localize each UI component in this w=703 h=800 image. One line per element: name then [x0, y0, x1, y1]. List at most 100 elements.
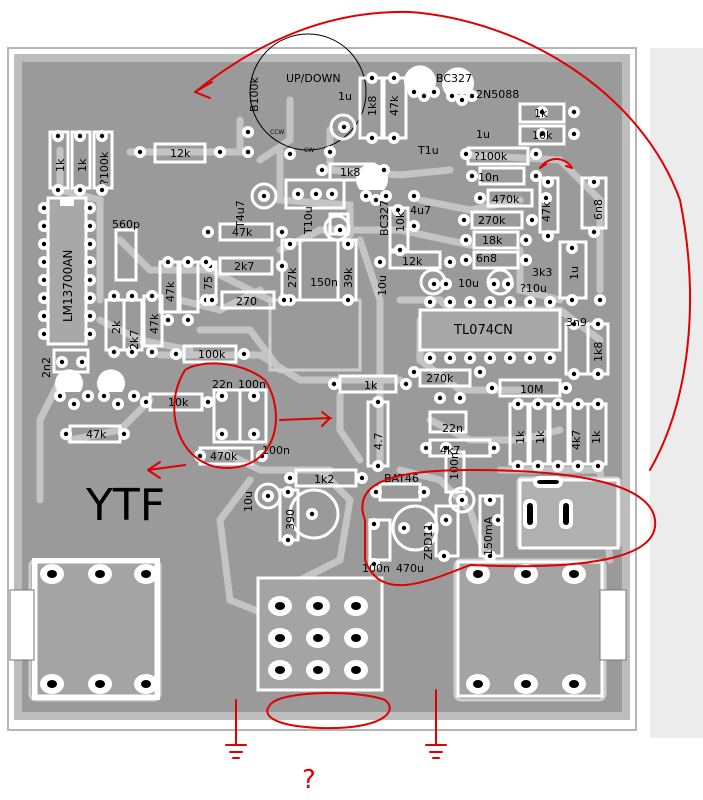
pad-hole	[447, 299, 453, 305]
pad-hole	[463, 151, 469, 157]
board-title: YTF	[85, 480, 165, 531]
pad-hole	[427, 525, 433, 531]
silk-label-l-4u7: 4u7	[410, 204, 431, 217]
pad-hole	[487, 355, 493, 361]
pad-hole	[575, 463, 581, 469]
pad-hole	[381, 167, 387, 173]
pad-hole	[359, 475, 365, 481]
annotation-circle-power	[361, 468, 657, 586]
pad-hole	[539, 131, 545, 137]
silk-label-l-150mA: 150mA	[482, 516, 495, 556]
pad-hole	[129, 293, 135, 299]
annotation-question-mark: ?	[302, 765, 316, 795]
silk-label-l-47k-b: 47k	[232, 226, 253, 239]
pad-hole	[563, 385, 569, 391]
pad-hole	[421, 93, 427, 99]
pad-hole	[41, 241, 47, 247]
ic-tl074	[418, 308, 562, 352]
pad-hole	[411, 193, 417, 199]
annotation-arrow-right	[279, 411, 333, 427]
ground-symbol-left	[225, 699, 247, 759]
pad-hole	[377, 259, 383, 265]
silk-label-l-47k-d: 47k	[164, 281, 177, 302]
pad-hole	[505, 281, 511, 287]
pad-hole	[383, 193, 389, 199]
pad-hole	[217, 149, 223, 155]
pad-hole	[495, 517, 501, 523]
pad-hole	[591, 229, 597, 235]
silk-label-l-1k-l2: 1k	[76, 158, 89, 172]
pad-hole	[143, 399, 149, 405]
silk-label-l-6n8-a: 6n8	[592, 199, 605, 220]
pad-hole	[219, 431, 225, 437]
pad-hole	[87, 331, 93, 337]
red-annotations	[147, 10, 691, 759]
annotation-circle-bottom	[266, 692, 391, 730]
ic-tl074-label: TL074CN	[453, 323, 513, 338]
large-pad-hole	[275, 666, 285, 674]
silk-label-l-10M: 10M	[520, 383, 544, 396]
pad-hole	[373, 489, 379, 495]
pad-hole	[427, 299, 433, 305]
large-pad-hole	[47, 570, 57, 578]
pad-hole	[411, 89, 417, 95]
silk-label-l-470u: 470u	[396, 562, 424, 575]
pad-hole	[463, 237, 469, 243]
silk-label-l-1k-r2: 1k	[534, 430, 547, 444]
large-pad-hole	[141, 570, 151, 578]
annotation-swap-arrow	[539, 158, 573, 169]
silk-label-l-t4u7: T4u7	[234, 200, 247, 229]
pad-hole	[41, 277, 47, 283]
silk-label-l-2n2: 2n2	[40, 357, 53, 378]
pad-hole	[245, 129, 251, 135]
large-pad-hole	[473, 570, 483, 578]
pad-hole	[41, 205, 47, 211]
pad-hole	[411, 369, 417, 375]
pad-hole	[369, 75, 375, 81]
pad-hole	[373, 197, 379, 203]
pad-hole	[219, 393, 225, 399]
pad-hole	[489, 385, 495, 391]
pad-hole	[55, 187, 61, 193]
silk-label-l-100k-m: ?100k	[474, 150, 508, 163]
pad-hole	[591, 179, 597, 185]
silk-label-l-1u-c: 1u	[568, 266, 581, 280]
ic-lm13700-label: LM13700AN	[61, 250, 75, 322]
silk-label-l-10k-b: 10k	[168, 396, 189, 409]
ic-lm13700	[46, 196, 88, 346]
pad-hole	[363, 193, 369, 199]
pad-hole	[121, 431, 127, 437]
ground-symbol-right	[425, 689, 447, 759]
pad-hole	[527, 355, 533, 361]
pad-hole	[515, 463, 521, 469]
pad-hole	[371, 521, 377, 527]
pad-hole	[87, 223, 93, 229]
pad-hole	[491, 281, 497, 287]
silk-label-l-cw: CW	[304, 147, 314, 154]
pad-hole	[99, 133, 105, 139]
silk-label-l-75: 75	[202, 276, 215, 290]
pad-hole	[285, 489, 291, 495]
pad-hole	[459, 97, 465, 103]
silk-label-l-100n-a: 100n	[238, 378, 266, 391]
pad-hole	[431, 281, 437, 287]
silk-label-l-1k2: 1k2	[314, 473, 334, 486]
pad-hole	[375, 399, 381, 405]
pad-hole	[507, 355, 513, 361]
pad-hole	[111, 349, 117, 355]
large-pad-hole	[141, 680, 151, 688]
pad-hole	[59, 359, 65, 365]
jack-right	[456, 560, 627, 698]
pad-hole	[131, 393, 137, 399]
annotation-arrowhead-top	[194, 81, 213, 99]
annotation-arc-top	[194, 10, 691, 471]
pad-hole	[523, 237, 529, 243]
pad-hole	[403, 381, 409, 387]
pad-hole	[173, 351, 179, 357]
silk-label-l-47k-c: 47k	[540, 201, 553, 222]
large-pad-hole	[313, 634, 323, 642]
pad-hole	[87, 277, 93, 283]
pad-hole	[477, 369, 483, 375]
pad-hole	[575, 401, 581, 407]
large-pad-hole	[275, 634, 285, 642]
